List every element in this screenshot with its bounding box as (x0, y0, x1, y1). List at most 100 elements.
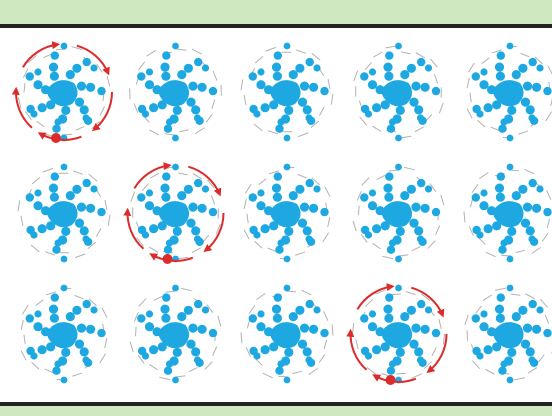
particle (479, 201, 488, 210)
particle (149, 224, 158, 233)
swirl-streak (46, 252, 55, 255)
particle (411, 203, 420, 212)
particle (166, 360, 173, 367)
swirl-streak (143, 184, 149, 191)
particle (33, 80, 42, 89)
swirl-streak (404, 167, 414, 169)
swirl-streak (108, 215, 110, 225)
particle (75, 219, 84, 228)
swirl-streak (189, 368, 197, 372)
swirl-streak (45, 369, 53, 372)
particle (273, 72, 282, 81)
particle (284, 106, 293, 115)
swirl-streak (105, 338, 107, 347)
particle (526, 347, 535, 356)
particle (381, 100, 390, 109)
particle (86, 83, 95, 92)
particle (421, 325, 430, 334)
particle (142, 231, 149, 238)
particle (194, 179, 202, 187)
swirl-streak (436, 226, 440, 235)
particle (305, 235, 312, 242)
particle (368, 201, 377, 210)
swirl-streak (97, 64, 102, 72)
particle (414, 105, 423, 114)
particle (97, 329, 105, 337)
particle (161, 193, 170, 202)
particle (396, 106, 405, 115)
particle (507, 256, 514, 263)
particle (284, 135, 291, 142)
swirl-streak (476, 306, 481, 313)
particle (83, 58, 91, 66)
swirl-streak (374, 52, 382, 57)
swirl-streak (76, 127, 84, 131)
particle (164, 125, 172, 133)
particle (61, 43, 68, 50)
particle (381, 221, 390, 230)
particle (487, 206, 496, 215)
particle (411, 82, 420, 91)
particle (498, 367, 506, 375)
particle (161, 314, 170, 323)
particle (186, 98, 195, 107)
particle (38, 103, 47, 112)
particle (409, 219, 418, 228)
swirl-streak (496, 288, 506, 290)
particle (526, 226, 535, 235)
particle (142, 352, 149, 359)
particle (536, 64, 543, 71)
particle (184, 64, 193, 73)
swirl-streak (151, 173, 159, 178)
swirl-streak (367, 368, 375, 374)
swirl-streak (163, 167, 173, 169)
swirl-streak (74, 171, 83, 174)
particle (372, 103, 381, 112)
swirl-streak (464, 212, 465, 222)
particle (198, 325, 207, 334)
particle (191, 105, 200, 114)
swirl-streak (359, 206, 360, 215)
swirl-streak (392, 294, 401, 295)
particle (389, 360, 396, 367)
particle (51, 172, 59, 180)
particle (421, 204, 430, 213)
swirl-streak (33, 178, 40, 184)
particle (46, 100, 55, 109)
top-band (0, 0, 552, 24)
swirl-streak (353, 324, 354, 334)
particle (194, 58, 202, 66)
particle (385, 293, 393, 301)
swirl-streak (356, 339, 358, 348)
swirl-streak (249, 306, 254, 314)
particle (80, 226, 89, 235)
particle (51, 51, 59, 59)
particle (389, 118, 396, 125)
particle (284, 256, 291, 263)
particle (253, 231, 260, 238)
particle (158, 221, 167, 230)
particle (384, 72, 393, 81)
swirl-streak (511, 294, 520, 295)
particle-cluster-icon (467, 43, 552, 142)
swirl-streak (353, 221, 356, 231)
particle (274, 293, 282, 301)
particle (528, 356, 535, 363)
particle (38, 345, 47, 354)
swirl-streak (36, 300, 43, 305)
particle (269, 342, 278, 351)
particle (50, 314, 59, 323)
particle (153, 85, 162, 94)
particle (256, 201, 265, 210)
particle (173, 348, 182, 357)
swirl-streak (465, 315, 468, 325)
particle (298, 219, 307, 228)
swirl-streak (24, 83, 25, 92)
particle (272, 305, 281, 314)
particle (414, 226, 423, 235)
swirl-streak (196, 128, 205, 133)
swirl-streak (179, 173, 188, 175)
particle (476, 231, 483, 238)
particle (497, 172, 505, 180)
particle (97, 87, 105, 95)
